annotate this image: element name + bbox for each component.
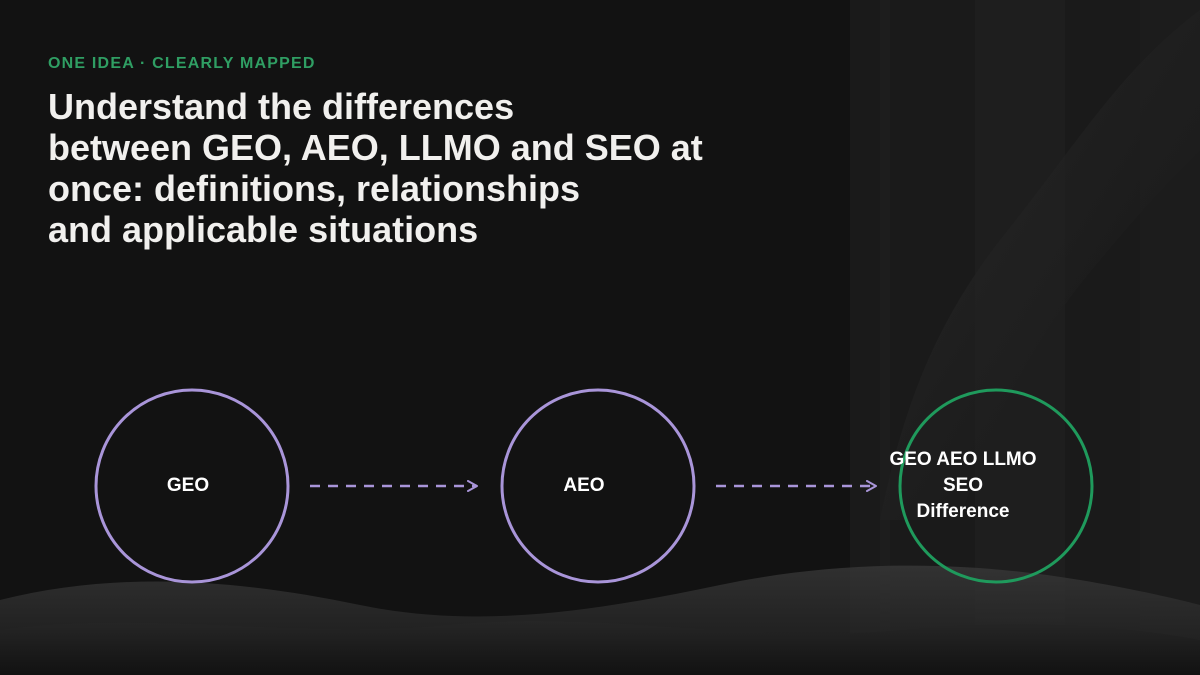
title-line: between GEO, AEO, LLMO and SEO at bbox=[48, 127, 703, 168]
title-line: Understand the differences bbox=[48, 86, 515, 127]
node-label-geo: GEO bbox=[128, 473, 248, 499]
node-label-line: SEO bbox=[942, 475, 984, 496]
node-circle-aeo bbox=[500, 388, 696, 584]
node-label-aeo: AEO bbox=[524, 473, 644, 499]
title-line: once: definitions, relationships bbox=[48, 168, 581, 209]
eyebrow-label: ONE IDEA · CLEARLY MAPPED bbox=[48, 55, 316, 72]
node-circle-geo bbox=[94, 388, 290, 584]
node-circle-difference bbox=[898, 388, 1094, 584]
node-label-line: Difference bbox=[916, 501, 1010, 522]
page-title: Understand the differences between GEO, … bbox=[48, 86, 848, 250]
title-line: and applicable situations bbox=[48, 209, 479, 250]
node-label-line: GEO AEO LLMO bbox=[889, 449, 1037, 470]
node-label-line: GEO bbox=[166, 475, 210, 496]
node-label-line: AEO bbox=[563, 475, 605, 496]
node-label-difference: GEO AEO LLMO SEO Difference bbox=[863, 447, 1063, 525]
